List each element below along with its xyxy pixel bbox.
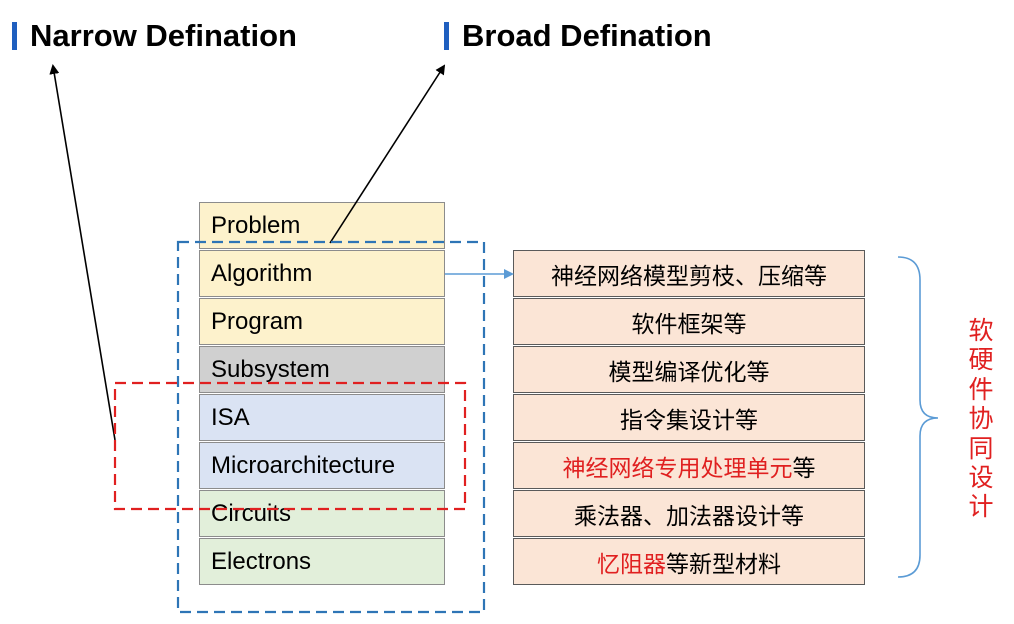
heading-bar-icon xyxy=(444,22,449,50)
layer-program: Program xyxy=(199,298,445,345)
application-text-suffix: 等新型材料 xyxy=(666,551,781,578)
application-text-suffix: 神经网络模型剪枝、压缩等 xyxy=(551,263,827,290)
application-item: 指令集设计等 xyxy=(513,394,865,441)
application-item: 软件框架等 xyxy=(513,298,865,345)
layer-circuits: Circuits xyxy=(199,490,445,537)
layer-isa: ISA xyxy=(199,394,445,441)
codesign-brace xyxy=(897,256,939,578)
layer-label: Problem xyxy=(211,211,301,239)
layer-label: Algorithm xyxy=(211,259,313,287)
application-item: 模型编译优化等 xyxy=(513,346,865,393)
narrow-definition-heading: Narrow Defination xyxy=(12,14,297,58)
broad-definition-title: Broad Defination xyxy=(462,18,712,53)
narrow-definition-dashed-box xyxy=(113,381,467,511)
layer-electrons: Electrons xyxy=(199,538,445,585)
layer-label: Microarchitecture xyxy=(211,451,396,479)
application-text-suffix: 等 xyxy=(792,455,816,482)
narrow-definition-title: Narrow Defination xyxy=(30,18,297,53)
layer-algorithm: Algorithm xyxy=(199,250,445,297)
codesign-label: 软硬件协同设计 xyxy=(964,316,998,522)
narrow-definition-arrow xyxy=(49,64,116,441)
broad-definition-dashed-box xyxy=(176,240,486,614)
codesign-char: 同 xyxy=(968,433,994,463)
layer-label: Subsystem xyxy=(211,355,330,383)
application-item: 神经网络专用处理单元等 xyxy=(513,442,865,489)
layer-label: Circuits xyxy=(211,499,292,527)
application-text-highlight: 忆阻器 xyxy=(597,551,666,578)
application-text-suffix: 模型编译优化等 xyxy=(608,359,770,386)
layer-label: Electrons xyxy=(211,547,312,575)
layer-label: ISA xyxy=(211,403,250,431)
codesign-char: 软 xyxy=(968,316,994,345)
codesign-char: 协 xyxy=(968,404,994,434)
application-item: 忆阻器等新型材料 xyxy=(513,538,865,585)
codesign-char: 计 xyxy=(968,492,994,522)
codesign-char: 设 xyxy=(968,463,994,493)
layer-microarchitecture: Microarchitecture xyxy=(199,442,445,489)
application-text-suffix: 指令集设计等 xyxy=(620,407,758,434)
application-text-suffix: 软件框架等 xyxy=(631,311,747,338)
application-text-highlight: 神经网络专用处理单元 xyxy=(562,455,793,482)
heading-bar-icon xyxy=(12,22,17,50)
layer-label: Program xyxy=(211,307,304,335)
application-item: 乘法器、加法器设计等 xyxy=(513,490,865,537)
application-item: 神经网络模型剪枝、压缩等 xyxy=(513,250,865,297)
layer-subsystem: Subsystem xyxy=(199,346,445,393)
codesign-char: 件 xyxy=(968,374,994,404)
application-text-suffix: 乘法器、加法器设计等 xyxy=(574,503,804,530)
broad-definition-heading: Broad Defination xyxy=(444,14,712,58)
codesign-char: 硬 xyxy=(968,345,994,375)
broad-definition-arrow xyxy=(329,64,446,244)
